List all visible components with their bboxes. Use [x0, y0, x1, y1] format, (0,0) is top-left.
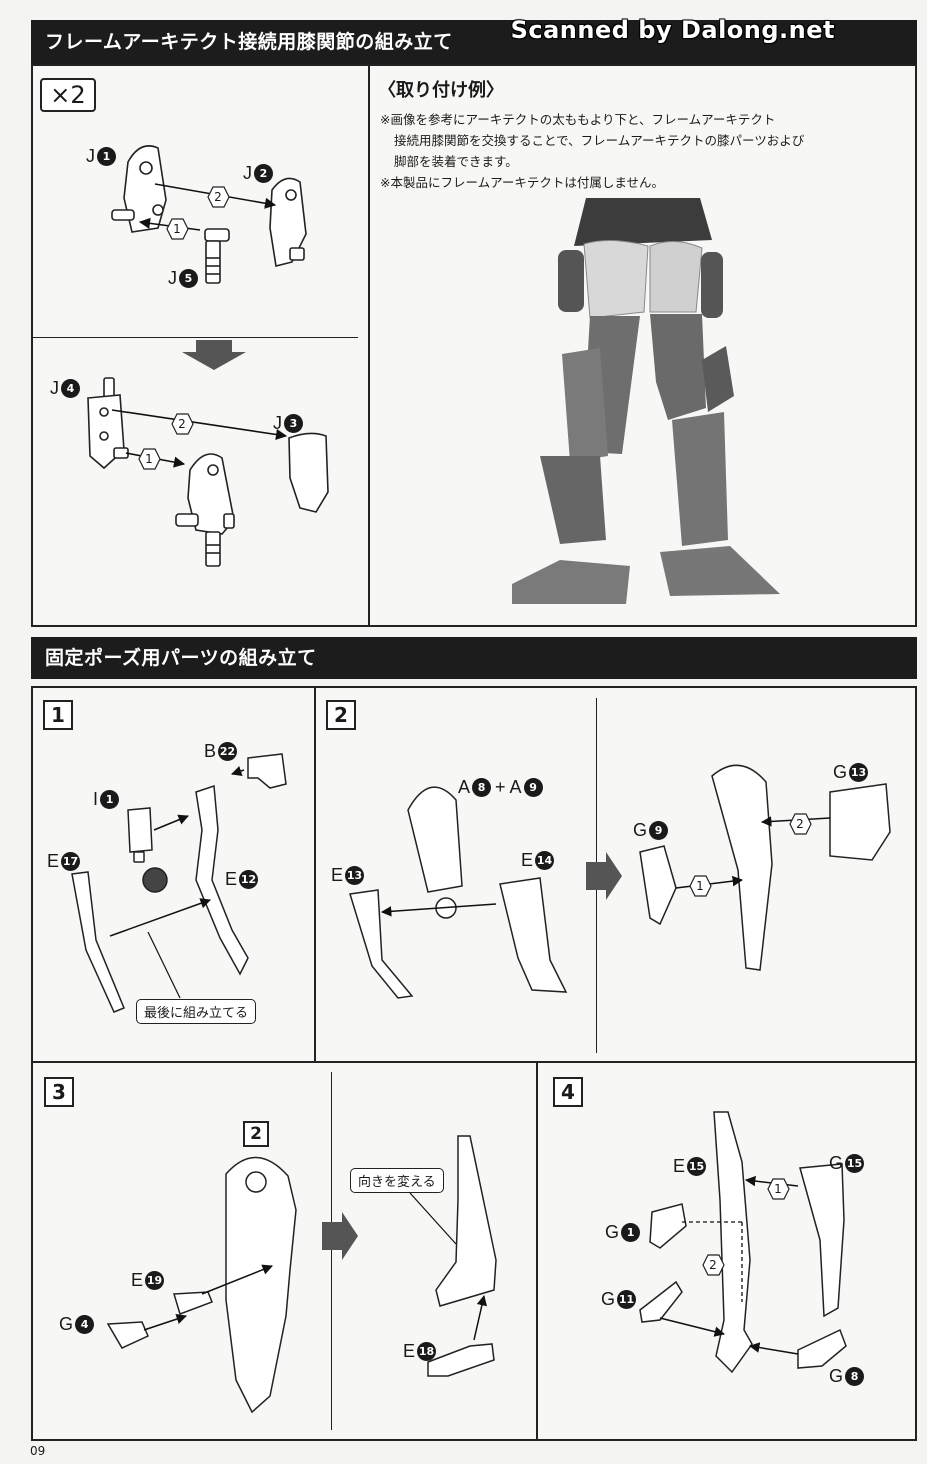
order-number: 1 [145, 452, 153, 466]
callout-change-direction: 向きを変える [350, 1168, 444, 1193]
order-number: 2 [178, 417, 186, 431]
example-leg-figure [512, 198, 780, 604]
part-j4-drawing [87, 377, 129, 470]
step4-parts [639, 1111, 847, 1374]
assembled-knee-drawing [175, 453, 235, 567]
panel-divider [368, 64, 370, 627]
step1-parts [71, 753, 287, 1013]
step2-parts [349, 764, 891, 999]
step-number-1: 1 [43, 700, 73, 730]
step-3-divider [331, 1072, 332, 1430]
multiplier-badge: ×2 [40, 78, 96, 112]
order-number: 1 [173, 222, 181, 236]
example-notes: ※画像を参考にアーキテクトの太ももより下と、フレームアーキテクト 接続用膝関節を… [380, 109, 900, 193]
knee-joint-panel [31, 64, 917, 627]
note-line: 接続用膝関節を交換することで、フレームアーキテクトの膝パーツおよび [394, 133, 805, 148]
order-number: 2 [796, 817, 804, 831]
order-number: 2 [214, 190, 222, 204]
section-title-knee-joint: フレームアーキテクト接続用膝関節の組み立て [31, 20, 917, 64]
step-reference-2: 2 [243, 1121, 269, 1147]
step-number-4: 4 [553, 1077, 583, 1107]
step3-parts [106, 1135, 497, 1414]
note-line: ※本製品にフレームアーキテクトは付属しません。 [380, 175, 664, 190]
example-title: 〈取り付け例〉 [378, 80, 504, 101]
page-number: 09 [30, 1444, 46, 1458]
watermark: Scanned by Dalong.net [510, 16, 835, 44]
callout-assemble-last: 最後に組み立てる [136, 999, 257, 1024]
note-line: ※画像を参考にアーキテクトの太ももより下と、フレームアーキテクト [380, 112, 776, 127]
step-number-2: 2 [326, 700, 356, 730]
part-j5-drawing [204, 228, 230, 284]
step-divider [31, 337, 358, 338]
order-hexagons [138, 186, 812, 1276]
step-number-3: 3 [44, 1077, 74, 1107]
order-number: 1 [696, 879, 704, 893]
order-number: 2 [709, 1258, 717, 1272]
section-title-fixed-pose: 固定ポーズ用パーツの組み立て [31, 637, 917, 679]
order-number: 1 [774, 1182, 782, 1196]
note-line: 脚部を装着できます。 [394, 154, 518, 169]
part-j3-drawing [288, 432, 329, 513]
part-j2-drawing [269, 177, 307, 267]
part-j1-drawing [111, 145, 167, 233]
